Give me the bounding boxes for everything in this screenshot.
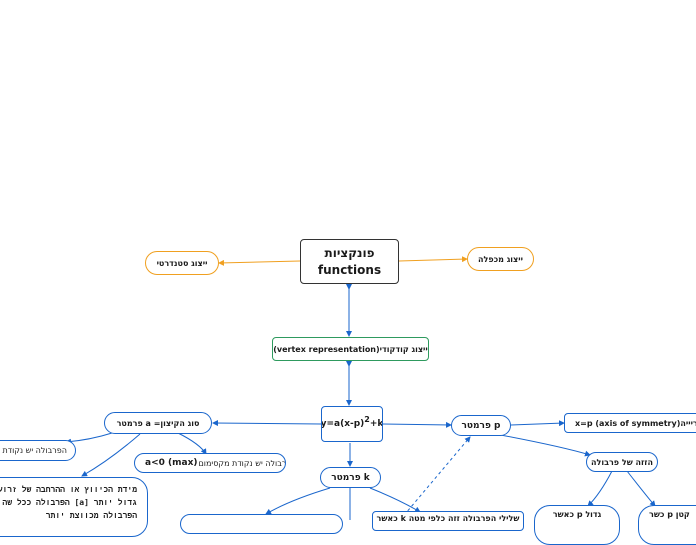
- symmetry-axis-node[interactable]: x=p (axis of symmetry)שריייה: [564, 413, 696, 433]
- symmetry-label: x=p (axis of symmetry)שריייה: [575, 418, 696, 428]
- vertex-representation-node[interactable]: (vertex representation)ייצוג קודקודי: [272, 337, 429, 361]
- p-small-node[interactable]: כשר p קטן: [638, 505, 696, 545]
- standard-label: ייצוג סטנדרטי: [156, 258, 208, 268]
- link-k-left: [265, 487, 331, 515]
- p-large-node[interactable]: כאשר p גדול: [534, 505, 620, 545]
- p-large-label: כאשר p גדול: [552, 510, 602, 519]
- link-p-symmetry: [510, 420, 565, 427]
- formula-base: y=a(x-p): [321, 419, 365, 429]
- param-a-label: פרמטר a =סוג הקיצון: [116, 418, 200, 428]
- param-k-node[interactable]: פרמטר k: [320, 467, 381, 488]
- link-shift-psmall: [626, 470, 656, 507]
- link-p-shift: [489, 432, 591, 457]
- param-p-node[interactable]: פרמטר p: [451, 415, 511, 436]
- max-condition: a<0 (max): [145, 458, 198, 468]
- link-central-standard: [218, 259, 301, 266]
- k-positive-node[interactable]: [180, 514, 343, 534]
- shift-label: הזזה של פרבולה: [591, 457, 653, 467]
- link-a-min: [65, 432, 113, 445]
- link-shift-pbig: [587, 470, 613, 507]
- min-point-node[interactable]: הפרבולה יש נקודת: [0, 440, 76, 461]
- min-point-label: הפרבולה יש נקודת: [2, 446, 67, 455]
- central-topic[interactable]: פונקציות functions: [300, 239, 399, 284]
- param-p-label: פרמטר p: [461, 420, 501, 431]
- vertex-form-label: (vertex representation)ייצוג קודקודי: [273, 344, 428, 354]
- formula-node[interactable]: y=a(x-p)2+k: [321, 406, 383, 442]
- k-negative-label: כאשר k שלילי הפרבולה זזה כלפי מטה: [376, 514, 520, 523]
- formula-tail: +k: [369, 419, 383, 429]
- link-dashed-cross: [399, 436, 471, 520]
- link-k-right: [369, 487, 421, 513]
- factored-representation-node[interactable]: ייצוג מכפלה: [467, 247, 534, 271]
- factored-label: ייצוג מכפלה: [478, 254, 523, 264]
- stretch-line-2: הפרבולה ככל שה [a] גדול יותר: [2, 498, 137, 507]
- stretch-line-3: הפרבולה מכווצת יותר: [45, 511, 137, 520]
- link-a-widen: [81, 433, 141, 477]
- p-small-label: כשר p קטן: [649, 510, 690, 519]
- central-title-hebrew: פונקציות: [324, 245, 375, 260]
- stretch-line-1: מידת הכיווץ או ההרחבה של זרועו: [0, 485, 137, 494]
- central-title-english: functions: [317, 262, 382, 277]
- connector-layer: [65, 256, 656, 520]
- link-formula-a: [212, 420, 322, 427]
- param-k-label: פרמטר k: [331, 472, 370, 483]
- k-negative-node[interactable]: כאשר k שלילי הפרבולה זזה כלפי מטה: [372, 511, 524, 531]
- link-formula-p: [382, 421, 452, 428]
- standard-representation-node[interactable]: ייצוג סטנדרטי: [145, 251, 219, 275]
- parabola-shift-node[interactable]: הזזה של פרבולה: [586, 452, 658, 472]
- link-a-max: [177, 432, 207, 455]
- link-central-factored: [398, 256, 468, 263]
- stretch-compression-node[interactable]: מידת הכיווץ או ההרחבה של זרועו הפרבולה כ…: [0, 477, 148, 537]
- formula-exponent: 2: [364, 414, 370, 424]
- param-a-node[interactable]: פרמטר a =סוג הקיצון: [104, 412, 212, 434]
